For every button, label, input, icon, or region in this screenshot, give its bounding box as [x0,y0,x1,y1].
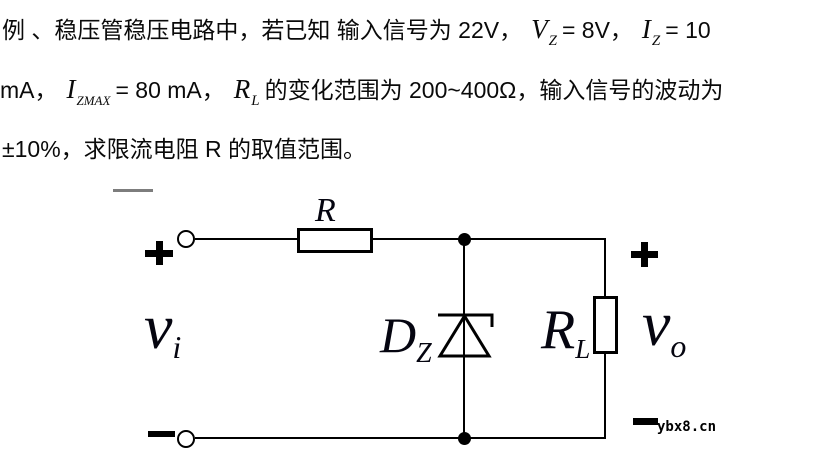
var-main: R [233,74,251,104]
var-sub: Z [548,33,557,49]
text-run: mA， [0,77,58,103]
problem-line-3: ±10%，求限流电阻 R 的取值范围。 [2,132,837,166]
bottom-wire [195,437,606,439]
input-voltage-label: vi [144,295,181,364]
var-main: v [144,291,173,362]
top-junction-dot [458,233,471,246]
math-var-izmax: IZMAX [66,74,111,108]
var-sub: i [172,329,182,365]
input-terminal-bottom [177,430,195,448]
text-run: 的变化范围为 200~400Ω，输入信号的波动为 [264,77,724,103]
load-resistor-body [593,296,618,354]
var-sub: L [575,334,591,364]
output-minus-icon [633,418,658,425]
load-resistor-label: RL [541,299,590,363]
underline-fragment [113,189,153,192]
var-sub: L [251,93,260,109]
resistor-label: R [315,194,336,228]
math-var-vz: VZ [531,14,557,49]
math-var-rl: RL [233,74,260,109]
text-run: ±10%，求限流电阻 R 的取值范围。 [2,136,367,162]
problem-line-1: 例 、稳压管稳压电路中，若已知 输入信号为 22V，VZ= 8V，IZ= 10 [2,12,837,51]
var-main: V [531,14,548,44]
input-terminal-top [177,230,195,248]
var-main: I [66,74,76,104]
var-sub: o [670,328,687,364]
watermark: ybx8.cn [657,419,717,435]
zener-branch-wire [463,238,465,439]
input-minus-icon [148,431,175,437]
text-run: 例 、稳压管稳压电路中，若已知 输入信号为 22V， [2,17,523,43]
top-wire [195,238,606,240]
var-main: v [642,288,671,359]
var-main: D [380,307,417,363]
var-main: R [541,299,576,361]
var-sub: ZMAX [76,93,111,108]
text-run: = 80 mA， [115,77,225,103]
resistor-body [297,228,373,253]
var-sub: Z [651,33,661,49]
zener-diode-symbol [437,313,494,358]
text-run: = 10 [665,17,711,43]
text-run: = 8V， [561,17,633,43]
var-main: I [641,14,651,44]
output-voltage-label: vo [642,292,686,363]
math-var-iz: IZ [641,14,660,49]
var-sub: Z [416,338,432,369]
zener-label: DZ [380,307,432,368]
var-main: R [315,192,336,229]
bottom-junction-dot [458,432,471,445]
